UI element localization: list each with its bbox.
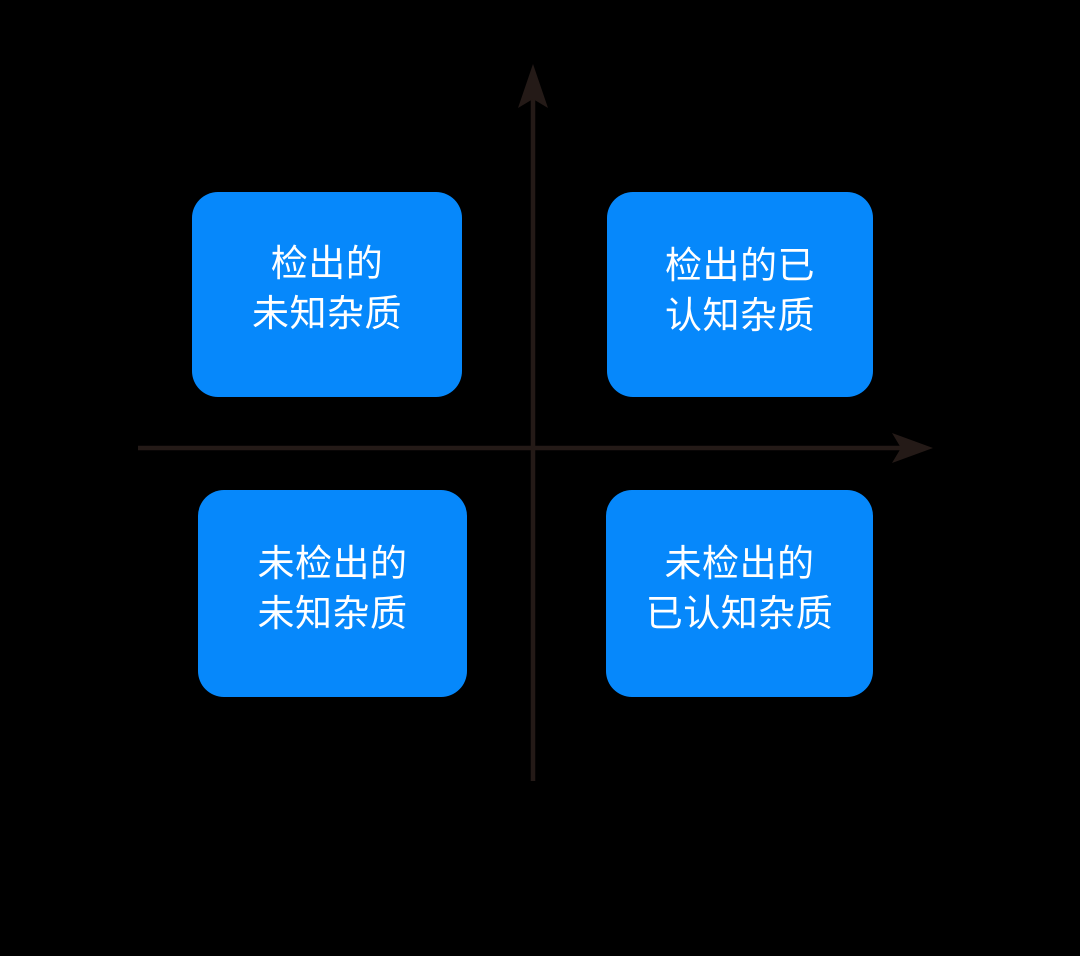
quadrant-label-line-1: 检出的 [270,243,384,285]
quadrant-box-detected-known-impurity[interactable]: 检出的已 认知杂质 [607,192,873,397]
quadrant-label-line-2: 已认知杂质 [645,592,834,634]
quadrant-label-line-1: 检出的已 [665,245,815,287]
horizontal-axis-arrowhead-icon [892,433,933,463]
quadrant-label-line-2: 认知杂质 [665,294,815,336]
quadrant-box-detected-unknown-impurity[interactable]: 检出的 未知杂质 [192,192,462,397]
quadrant-label-line-2: 未知杂质 [252,292,402,334]
quadrant-box-undetected-known-impurity[interactable]: 未检出的 已认知杂质 [606,490,873,697]
quadrant-box-undetected-unknown-impurity[interactable]: 未检出的 未知杂质 [198,490,467,697]
quadrant-label-line-1: 未检出的 [664,543,815,585]
quadrant-label-line-1: 未检出的 [257,543,408,585]
vertical-axis-arrowhead-icon [518,64,548,108]
quadrant-label-line-2: 未知杂质 [257,592,408,634]
